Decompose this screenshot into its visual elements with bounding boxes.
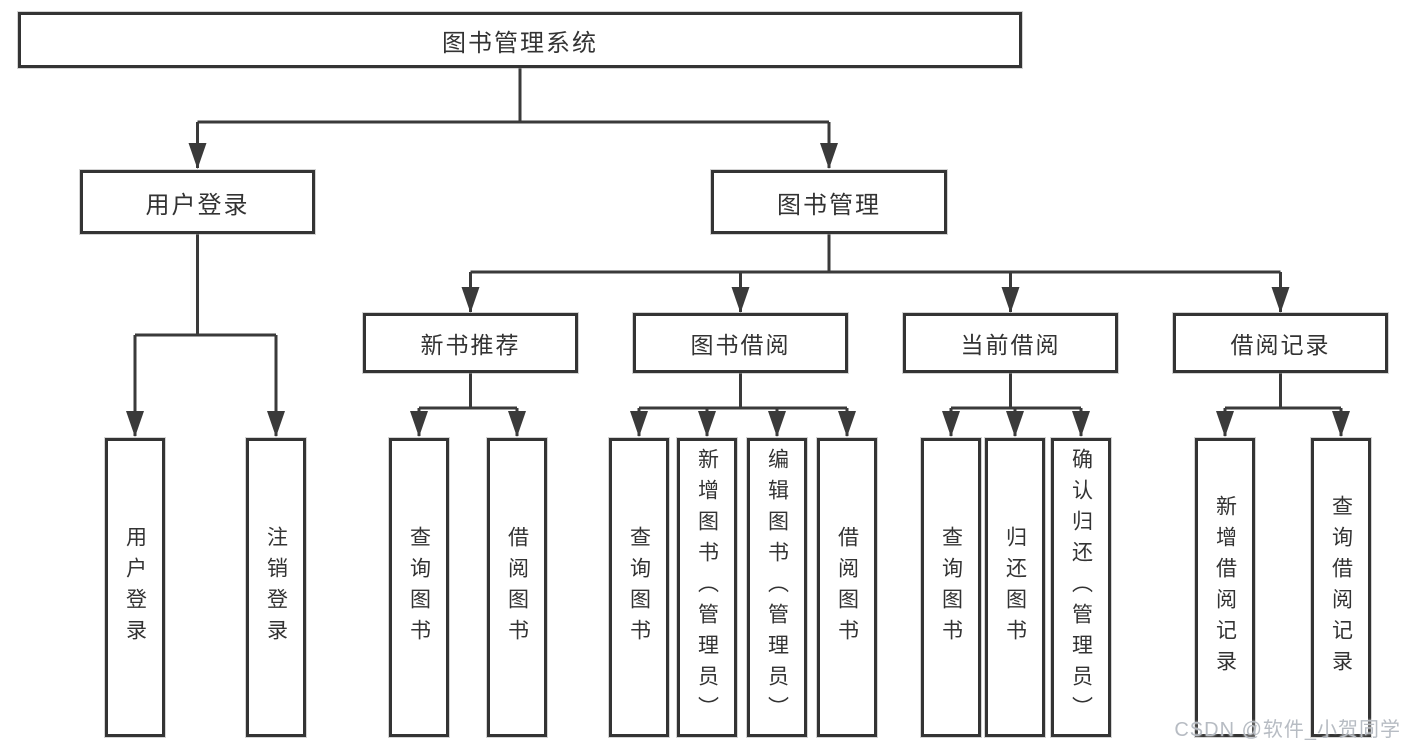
node-current-borrowing: 当前借阅 — [903, 313, 1118, 373]
leaf-query-borrow-record: 查询借阅记录 — [1311, 438, 1371, 737]
node-library-system: 图书管理系统 — [18, 12, 1022, 68]
leaf-return-book: 归还图书 — [985, 438, 1045, 737]
node-user-login: 用户登录 — [80, 170, 315, 234]
leaf-user-login: 用户登录 — [105, 438, 165, 737]
leaf-confirm-return-admin: 确认归还（管理员） — [1051, 438, 1111, 737]
leaf-logout: 注销登录 — [246, 438, 306, 737]
watermark-csdn: CSDN @软件_小贺同学 — [1174, 719, 1401, 741]
leaf-add-borrow-record: 新增借阅记录 — [1195, 438, 1255, 737]
leaf-add-book-admin: 新增图书（管理员） — [677, 438, 737, 737]
node-book-borrowing: 图书借阅 — [633, 313, 848, 373]
node-borrowing-records: 借阅记录 — [1173, 313, 1388, 373]
leaf-borrow-books-borrowing: 借阅图书 — [817, 438, 877, 737]
leaf-query-books-borrowing: 查询图书 — [609, 438, 669, 737]
leaf-edit-book-admin: 编辑图书（管理员） — [747, 438, 807, 737]
node-book-management: 图书管理 — [711, 170, 947, 234]
leaf-query-books-current: 查询图书 — [921, 438, 981, 737]
leaf-query-books-recommend: 查询图书 — [389, 438, 449, 737]
leaf-borrow-books-recommend: 借阅图书 — [487, 438, 547, 737]
node-new-book-recommend: 新书推荐 — [363, 313, 578, 373]
